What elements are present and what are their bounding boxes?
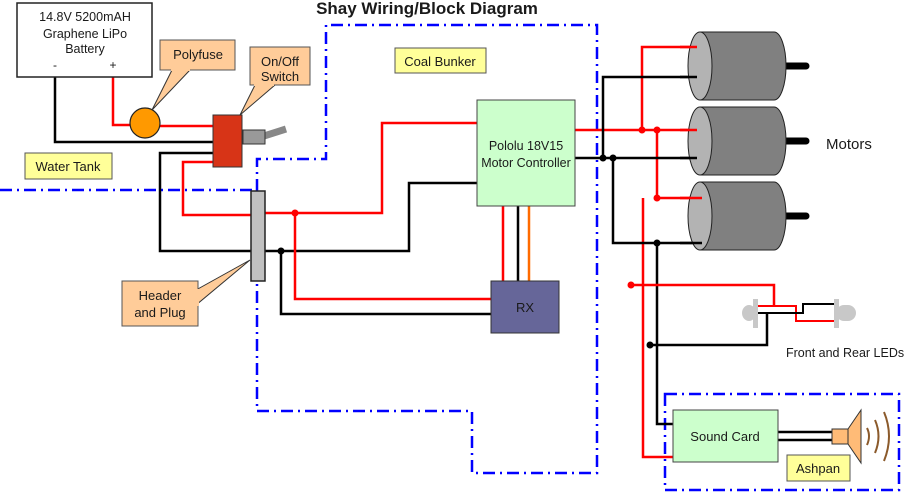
motors: [680, 31, 810, 251]
svg-text:Sound Card: Sound Card: [690, 429, 759, 444]
header-plug: [250, 190, 266, 282]
motors-label: Motors: [826, 136, 872, 153]
water-tank-text: Water Tank: [35, 159, 101, 174]
polyfuse-callout: Polyfuse: [151, 39, 236, 111]
ashpan-text: Ashpan: [796, 461, 840, 476]
svg-text:Pololu 18V15: Pololu 18V15: [489, 139, 563, 153]
svg-text:On/Off: On/Off: [261, 54, 299, 69]
water-tank-label: Water Tank: [24, 152, 113, 180]
front-led: [742, 299, 758, 328]
svg-text:+: +: [109, 58, 116, 72]
ashpan-label: Ashpan: [786, 454, 851, 482]
svg-text:Polyfuse: Polyfuse: [173, 47, 223, 62]
motor-2: [687, 106, 810, 176]
svg-text:Battery: Battery: [65, 42, 105, 56]
on-off-switch: [212, 114, 288, 168]
switch-callout: On/Off Switch: [239, 46, 311, 116]
svg-text:RX: RX: [516, 300, 534, 315]
motor-controller: Pololu 18V15 Motor Controller: [476, 99, 576, 207]
battery: 14.8V 5200mAH Graphene LiPo Battery - +: [16, 2, 153, 78]
svg-text:Switch: Switch: [261, 69, 299, 84]
coal-bunker-label: Coal Bunker: [394, 47, 487, 74]
motor-3: [687, 181, 810, 251]
leds-label: Front and Rear LEDs: [786, 346, 904, 360]
wires: [53, 45, 835, 459]
svg-text:Graphene LiPo: Graphene LiPo: [43, 27, 127, 41]
diagram-title: Shay Wiring/Block Diagram: [316, 0, 538, 18]
svg-text:-: -: [53, 58, 57, 72]
coal-bunker-text: Coal Bunker: [404, 54, 476, 69]
svg-text:Header: Header: [139, 288, 182, 303]
svg-text:and Plug: and Plug: [134, 305, 185, 320]
rx-receiver: RX: [490, 280, 560, 334]
sound-card: Sound Card: [672, 409, 779, 463]
junctions: [277, 126, 661, 349]
coal-bunker-boundary: [255, 23, 599, 475]
header-callout: Header and Plug: [121, 259, 251, 327]
svg-text:14.8V 5200mAH: 14.8V 5200mAH: [39, 10, 131, 24]
motor-1: [687, 31, 810, 101]
rear-led: [834, 299, 856, 328]
polyfuse: [129, 107, 161, 139]
speaker-icon: [831, 408, 890, 465]
svg-text:Motor Controller: Motor Controller: [481, 156, 571, 170]
ashpan-boundary: [663, 392, 901, 492]
